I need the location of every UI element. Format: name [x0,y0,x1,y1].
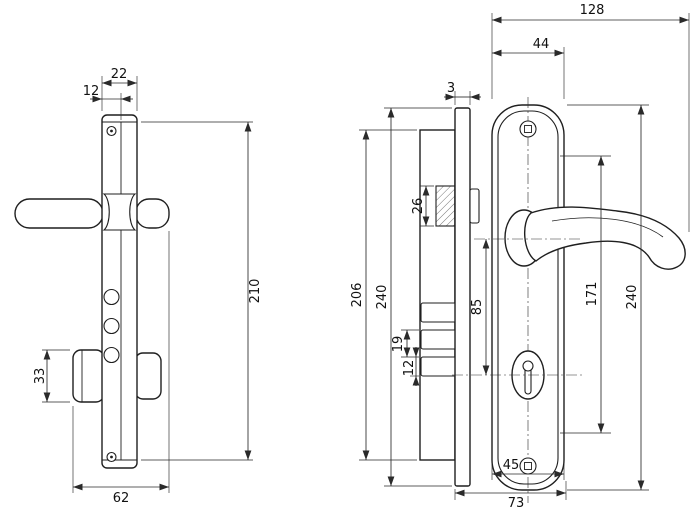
dim-label-19: 19 [391,336,406,353]
dim-label-206: 206 [350,283,365,308]
dim-bottom-width-73: 73 [454,481,567,511]
dim-label-45: 45 [503,458,520,473]
handle-lever-front [524,206,686,270]
dim-label-240-left: 240 [375,285,390,310]
mounting-holes [103,288,120,364]
dim-label-26: 26 [411,198,426,215]
screw-top-side [106,125,117,137]
dim-plate-height-240: 240 [567,104,649,491]
dim-label-44: 44 [533,37,550,52]
dim-case-height-206: 206 [350,129,417,461]
dim-ridge-width-12: 12 [83,84,133,120]
dim-grip-zone-171: 171 [560,155,611,434]
dim-label-73: 73 [508,496,525,511]
handle-wing-side [135,198,170,229]
dim-label-85: 85 [470,299,485,316]
dim-label-33: 33 [33,368,48,385]
front-view-dimensions: 128 44 3 26 206 [350,3,690,511]
side-view-parts [14,114,170,469]
cylinder-end-right [134,352,162,400]
key-cylinder [511,350,545,400]
screw-bottom-side [106,451,117,463]
deadbolt-bars [420,302,458,377]
front-view-parts [419,97,686,503]
latch-bolt-head [469,188,480,224]
latch-bolt-section [435,185,456,227]
cylinder-end-left [72,349,105,403]
dim-backset-45: 45 [491,458,565,480]
dim-label-171: 171 [585,282,600,307]
dim-label-62: 62 [113,491,130,506]
dim-faceplate-height-240: 240 [375,107,452,487]
dim-label-12-side: 12 [83,84,100,99]
lock-case [419,129,456,461]
dim-faceplate-thickness-3: 3 [444,81,481,105]
dim-label-3: 3 [447,81,455,96]
screw-bottom-front [519,457,537,475]
dim-label-210: 210 [248,279,263,304]
handle-lever-accent-line [551,217,664,238]
dim-label-22: 22 [111,67,128,82]
dim-bolt-pitch-19: 19 [391,329,419,358]
dim-plate-width-22: 22 [101,67,138,111]
side-view: 22 12 210 33 62 [14,67,263,506]
dim-plate-width-44: 44 [492,37,565,99]
dim-label-240-right: 240 [625,285,640,310]
dim-mounting-height-210: 210 [141,121,263,461]
screw-top-front [519,120,537,138]
keyhole-circle [522,360,534,372]
dim-bolt-height-12: 12 [402,347,420,386]
side-view-dimensions: 22 12 210 33 62 [33,67,263,506]
dim-handle-to-cylinder-85: 85 [470,239,490,375]
dim-overall-width-128: 128 [491,3,690,232]
dim-cylinder-height-33: 33 [33,349,70,403]
dim-latch-height-26: 26 [411,185,434,227]
dim-overall-depth-62: 62 [72,231,170,506]
dim-label-128: 128 [580,3,605,18]
lock-faceplate [454,107,471,487]
handle-lever-side [14,198,104,229]
dim-label-12-front: 12 [402,360,417,377]
front-view: 128 44 3 26 206 [350,3,690,511]
spindle-hub [102,193,137,231]
